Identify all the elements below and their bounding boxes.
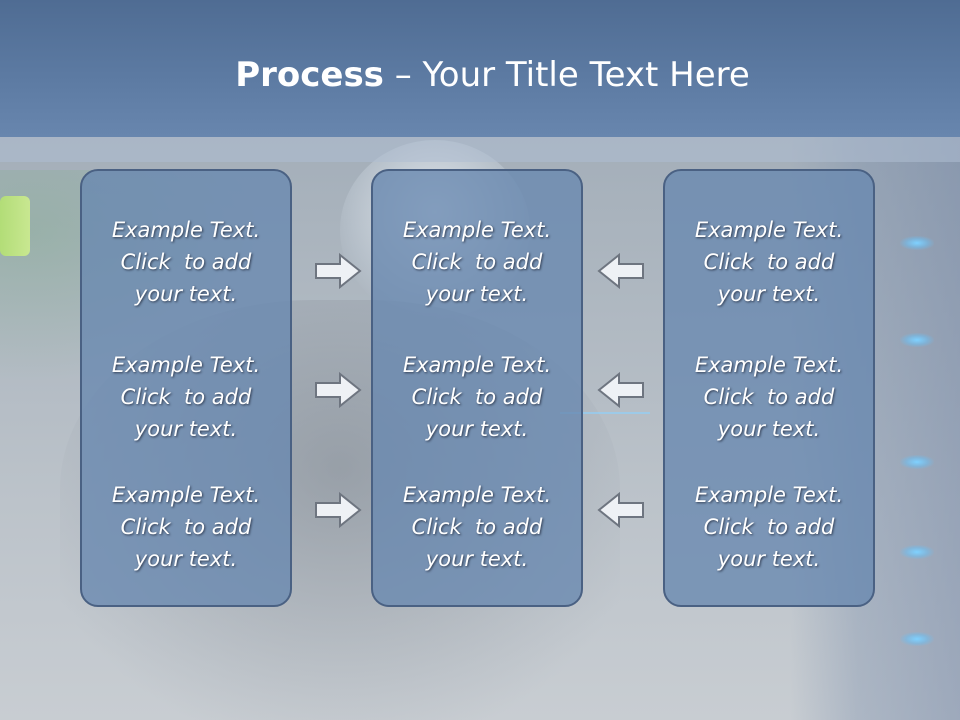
- right-arrow-icon: [315, 371, 362, 409]
- right-arrow-icon: [315, 491, 362, 529]
- process-box-3[interactable]: Example Text. Click to add your text. Ex…: [663, 169, 875, 607]
- server-light: [900, 236, 934, 250]
- server-light: [900, 632, 934, 646]
- server-light: [900, 333, 934, 347]
- process-box-2[interactable]: Example Text. Click to add your text. Ex…: [371, 169, 583, 607]
- slide-title-rest: – Your Title Text Here: [383, 55, 750, 95]
- process-box-text[interactable]: Example Text. Click to add your text.: [694, 353, 844, 441]
- right-arrow-icon: [315, 252, 362, 290]
- background-database-graphic: [0, 196, 30, 256]
- process-box-text[interactable]: Example Text. Click to add your text.: [402, 218, 552, 306]
- process-box-text[interactable]: Example Text. Click to add your text.: [402, 483, 552, 571]
- process-box-text[interactable]: Example Text. Click to add your text.: [111, 218, 261, 306]
- server-light: [900, 455, 934, 469]
- background-light-line: [560, 412, 650, 414]
- server-light: [900, 545, 934, 559]
- process-box-text[interactable]: Example Text. Click to add your text.: [402, 353, 552, 441]
- left-arrow-icon: [597, 371, 644, 409]
- left-arrow-icon: [597, 252, 644, 290]
- process-box-text[interactable]: Example Text. Click to add your text.: [694, 483, 844, 571]
- process-box-text[interactable]: Example Text. Click to add your text.: [694, 218, 844, 306]
- title-sub-band: [0, 137, 960, 162]
- process-box-text[interactable]: Example Text. Click to add your text.: [111, 353, 261, 441]
- slide-title[interactable]: Process – Your Title Text Here: [0, 55, 960, 95]
- process-box-1[interactable]: Example Text. Click to add your text. Ex…: [80, 169, 292, 607]
- left-arrow-icon: [597, 491, 644, 529]
- slide-title-strong: Process: [235, 55, 384, 95]
- title-band: [0, 0, 960, 137]
- process-box-text[interactable]: Example Text. Click to add your text.: [111, 483, 261, 571]
